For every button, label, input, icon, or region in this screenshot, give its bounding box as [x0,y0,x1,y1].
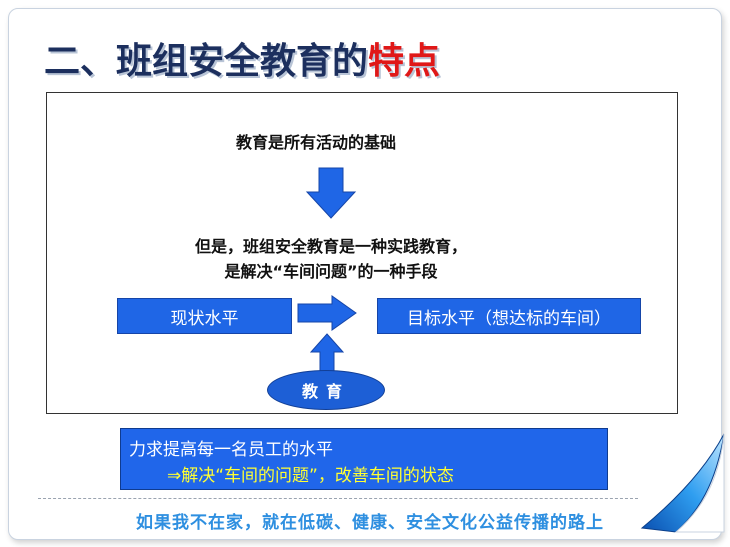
down-arrow [305,167,357,219]
slide-title: 二、班组安全教育的特点 [44,36,644,88]
page-curl-decoration [640,433,725,533]
statement-mid-line2: 是解决“车间问题”的一种手段 [224,262,438,281]
summary-line1: 力求提高每一名员工的水平 [129,440,333,460]
statement-top: 教育是所有活动的基础 [235,133,396,152]
summary-box: 力求提高每一名员工的水平 ⇒解决“车间的问题”，改善车间的状态 [120,428,608,490]
education-ellipse: 教育 [267,370,385,410]
statement-mid-line1: 但是，班组安全教育是一种实践教育， [194,237,467,256]
summary-line2: ⇒解决“车间的问题”，改善车间的状态 [167,466,454,486]
divider [38,498,638,499]
up-arrow [309,333,345,374]
title-accent: 特点 [368,41,441,82]
diagram-frame [46,92,678,414]
title-main: 二、班组安全教育的 [44,41,369,82]
box-target-level: 目标水平（想达标的车间） [377,298,641,334]
right-arrow [297,295,357,331]
box-current-level: 现状水平 [117,298,292,334]
footer-slogan: 如果我不在家，就在低碳、健康、安全文化公益传播的路上 [136,513,604,533]
